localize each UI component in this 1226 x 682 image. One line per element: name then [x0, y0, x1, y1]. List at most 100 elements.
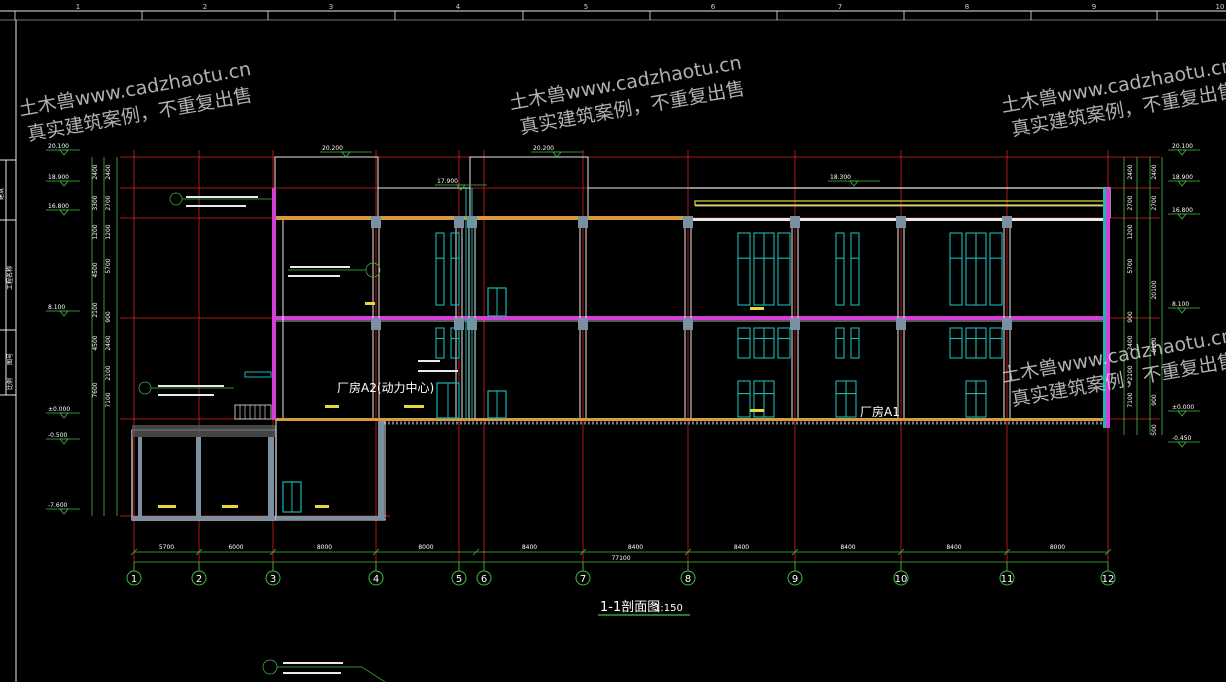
left-title-block: 建筑 工程名称 图号 比例	[0, 19, 1226, 682]
watermark-right: 土木兽www.cadzhaotu.cn 真实建筑案例，不重复出售	[999, 55, 1226, 141]
axis-bubble	[126, 570, 142, 586]
column-capital	[578, 216, 588, 228]
window	[850, 232, 860, 306]
bay-dimension: 8000	[317, 544, 332, 551]
column-capital	[1002, 216, 1012, 228]
column-capital	[371, 216, 381, 228]
axis-bubble	[368, 570, 384, 586]
dim-tick	[269, 548, 277, 556]
elevation-right: ±0.000	[1172, 404, 1194, 411]
elevation-symbol	[456, 184, 466, 191]
column-capital	[683, 318, 693, 330]
dim-right-outer: 2400	[1151, 164, 1158, 179]
ruler-label: 6	[711, 3, 716, 11]
window	[835, 232, 845, 306]
column-capital	[1002, 318, 1012, 330]
window	[737, 380, 751, 418]
elevation-right: 18.900	[1172, 174, 1193, 181]
dim-right-outer: 500	[1151, 424, 1158, 436]
column-capital	[578, 318, 588, 330]
dim-right-inner: 1200	[1127, 224, 1134, 239]
column-capital	[896, 318, 906, 330]
dim-left-inner: 5700	[105, 258, 112, 273]
column-capital	[454, 318, 464, 330]
drawing-title-block: 1-1剖面图 1:150	[598, 600, 690, 616]
axis-label: 7	[580, 574, 586, 585]
ruler-label: 9	[1092, 3, 1096, 11]
elevation-symbol	[59, 438, 69, 445]
watermark-center: 土木兽www.cadzhaotu.cn 真实建筑案例，不重复出售	[508, 52, 747, 139]
window	[737, 232, 751, 306]
total-dimension: 77100	[611, 555, 630, 562]
axis-bubble	[893, 570, 909, 586]
bay-dimension: 8000	[1050, 544, 1065, 551]
ruler-label: 7	[838, 3, 842, 11]
elevation-symbol	[59, 412, 69, 419]
window	[450, 327, 460, 359]
ruler-label: 2	[203, 3, 207, 11]
dim-tick	[195, 548, 203, 556]
column-capital	[371, 318, 381, 330]
axis-label: 2	[196, 574, 202, 585]
window	[850, 327, 860, 359]
elevation-symbol	[341, 151, 351, 158]
bay-dimension: 8400	[946, 544, 961, 551]
dim-tick	[684, 548, 692, 556]
room-label-a1: 厂房A1	[860, 404, 900, 419]
side-label-drawing-no: 图号	[7, 353, 14, 365]
bay-dimension: 8400	[522, 544, 537, 551]
ruler-label: 10	[1216, 3, 1225, 11]
dim-tick	[791, 548, 799, 556]
dim-left-outer: 2100	[92, 302, 99, 317]
dim-left-inner: 7100	[105, 392, 112, 407]
elevation-left: 20.100	[48, 143, 69, 150]
ruler-label: 8	[965, 3, 969, 11]
column-capital	[454, 216, 464, 228]
elevation-symbol	[1177, 441, 1187, 448]
vertical-dimensions	[91, 157, 1163, 516]
window	[435, 327, 445, 359]
bay-dimension: 8000	[418, 544, 433, 551]
axis-bubble	[1100, 570, 1116, 586]
side-label-scale: 比例	[6, 378, 14, 390]
ruler-label: 4	[456, 3, 461, 11]
axis-label: 10	[895, 574, 908, 585]
elevation-symbol	[552, 151, 562, 158]
elevation-top: 20.200	[533, 145, 554, 152]
axis-bubble	[265, 570, 281, 586]
axis-label: 6	[481, 574, 487, 585]
dim-right-outer: 20100	[1151, 280, 1158, 299]
axis-label: 3	[270, 574, 276, 585]
side-label-architecture: 建筑	[0, 188, 5, 200]
column-capital	[790, 216, 800, 228]
axis-bubble	[476, 570, 492, 586]
dim-left-outer: 4500	[92, 335, 99, 350]
horizontal-dimensions	[134, 551, 1108, 563]
dim-tick	[472, 548, 480, 556]
window	[450, 232, 460, 306]
elevation-left: 16.800	[48, 203, 69, 210]
ruler-label: 5	[584, 3, 588, 11]
elevation-top: 17.900	[437, 178, 458, 185]
dim-tick	[1003, 548, 1011, 556]
axis-label: 1	[131, 574, 137, 585]
elevation-top: 18.300	[830, 174, 851, 181]
dim-right-outer: 8100	[1151, 337, 1158, 352]
dim-left-outer: 4500	[92, 262, 99, 277]
elevation-symbol	[1177, 180, 1187, 187]
window	[435, 232, 445, 306]
axis-bubble	[575, 570, 591, 586]
bay-dimension: 6000	[228, 544, 243, 551]
dim-right-inner: 2700	[1127, 195, 1134, 210]
elevation-symbol	[1177, 213, 1187, 220]
watermark-right-lower: 土木兽www.cadzhaotu.cn 真实建筑案例，不重复出售	[999, 325, 1226, 411]
elevation-top: 20.200	[322, 145, 343, 152]
callouts	[138, 192, 458, 682]
elevation-symbol	[59, 209, 69, 216]
drawing-title: 1-1剖面图	[600, 600, 660, 615]
axis-bubble	[787, 570, 803, 586]
drawing-scale: 1:150	[654, 603, 683, 614]
window	[777, 232, 791, 306]
elevation-symbol	[59, 508, 69, 515]
